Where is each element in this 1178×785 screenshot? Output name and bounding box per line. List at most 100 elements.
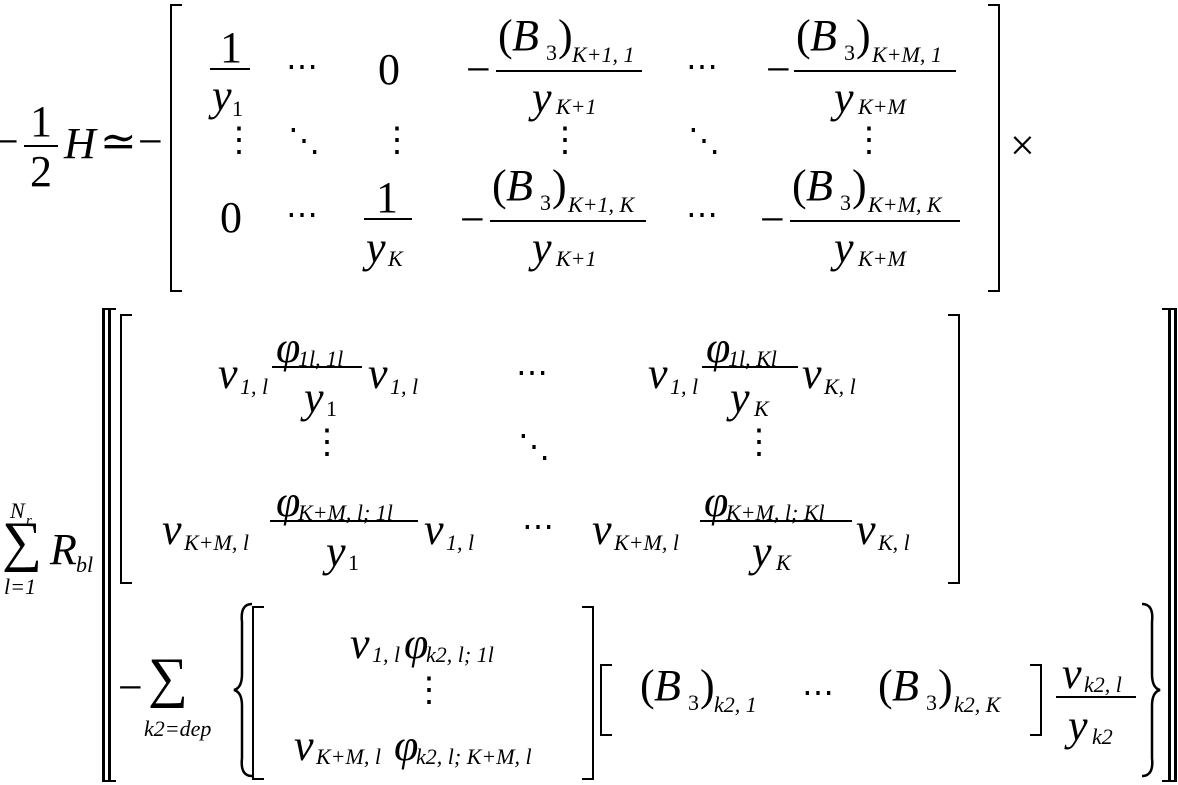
times-sign: × — [1010, 121, 1035, 170]
a3-minus: − — [460, 195, 485, 244]
nu-sub: K+M, l — [316, 744, 381, 769]
b3-paren-close: ) — [552, 161, 567, 210]
den-y-sub: 1 — [348, 550, 359, 575]
a1-minus-2: − — [766, 45, 791, 94]
akk-y-sub: K — [388, 246, 403, 271]
sum-lower-2: k2=dep — [144, 716, 212, 741]
minus-sign: − — [0, 117, 19, 166]
b3-index: K+1, 1 — [572, 42, 635, 67]
a1-frac-bar-2 — [794, 70, 956, 72]
phi: φ — [704, 477, 729, 526]
hessian-symbol: H — [64, 119, 96, 168]
a1-den-y: y — [532, 73, 552, 122]
phi: φ — [404, 619, 429, 668]
b3-paren-close: ) — [938, 661, 953, 710]
a1-minus: − — [466, 45, 491, 94]
left-curly-brace — [233, 602, 253, 778]
den-y: y — [730, 373, 750, 422]
b3-B: B — [654, 661, 681, 710]
a11-fraction-bar — [210, 68, 250, 70]
nu: ν — [802, 349, 822, 398]
a11-numerator: 1 — [220, 23, 242, 72]
minus-sign: − — [138, 117, 163, 166]
a-vdots-2: ⋮ — [380, 122, 414, 159]
a1-den-sub: K+1 — [556, 94, 597, 119]
a-ddots-1: ⋱ — [288, 122, 320, 158]
b3-index: K+M, K — [868, 192, 942, 217]
b3-index: K+M, 1 — [872, 42, 942, 67]
b1k-frac-bar — [702, 366, 798, 368]
akk-y: y — [366, 223, 386, 272]
half-numerator: 1 — [30, 97, 52, 146]
outer-right-bracket-top — [1162, 308, 1176, 310]
a3-den-y-2: y — [834, 223, 854, 272]
nu: ν — [592, 505, 612, 554]
nu: ν — [162, 505, 182, 554]
nu-sub: K+M, l — [184, 530, 249, 555]
phi-sub: K+M, l; 1l — [298, 500, 393, 525]
a3-den-sub-2: K+M — [858, 246, 906, 271]
b3-paren-close: ) — [856, 11, 871, 60]
nu: ν — [424, 505, 444, 554]
nu: ν — [350, 619, 370, 668]
a3-minus-2: − — [760, 195, 785, 244]
r-symbol: R — [50, 525, 77, 574]
a1-frac-bar — [496, 70, 642, 72]
a-vdots-4: ⋮ — [852, 122, 886, 159]
sum-upper-sub: r — [26, 513, 32, 529]
a3-hdots-2: ⋯ — [686, 196, 718, 232]
b3-hdots: ⋯ — [522, 508, 554, 544]
b11-frac-bar — [272, 366, 362, 368]
nu-sub: k2, l — [1084, 672, 1122, 697]
outer-left-bracket-bar-2 — [108, 308, 111, 782]
a-vdots-1: ⋮ — [222, 122, 256, 159]
den-y: y — [326, 527, 346, 576]
nu-sub: K, l — [824, 374, 856, 399]
phi: φ — [276, 323, 301, 372]
b3-paren-open: ( — [796, 11, 811, 60]
matrix-a-left-bracket — [170, 4, 182, 292]
nu-sub: K+M, l — [614, 530, 679, 555]
bkk-frac-bar — [700, 520, 852, 522]
b3-B: B — [806, 161, 833, 210]
b3-paren-open: ( — [492, 161, 507, 210]
sum-lower: l=1 — [4, 574, 36, 599]
b-ddots: ⋱ — [518, 428, 550, 464]
den-y: y — [1068, 701, 1088, 750]
nu-sub: 1, l — [670, 374, 699, 399]
b3-paren-open: ( — [792, 161, 807, 210]
matrix-b-left-bracket — [120, 314, 132, 584]
a3-frac-bar — [490, 220, 646, 222]
phi-sub: 1l, Kl — [728, 346, 777, 371]
c-hdots: ⋯ — [802, 674, 834, 710]
phi: φ — [276, 477, 301, 526]
phi-sub: 1l, 1l — [298, 346, 344, 371]
b3-paren-open: ( — [878, 661, 893, 710]
akk-fraction-bar — [364, 218, 412, 220]
nu: ν — [856, 505, 876, 554]
nu-sub: 1, l — [390, 374, 419, 399]
c-vdots: ⋮ — [412, 672, 446, 709]
c-frac-bar — [1056, 696, 1136, 698]
outer-right-bracket-bottom — [1162, 780, 1176, 782]
outer-right-bracket-bar-2 — [1174, 308, 1177, 782]
b3-paren-close: ) — [558, 11, 573, 60]
den-y: y — [304, 373, 324, 422]
a-ddots-2: ⋱ — [688, 122, 720, 158]
matrix-a-right-bracket — [988, 4, 1000, 292]
b1-hdots: ⋯ — [516, 354, 548, 390]
b-vdots-1: ⋮ — [310, 424, 344, 461]
right-curly-brace — [1141, 602, 1161, 778]
phi-sub: K+M, l; Kl — [726, 500, 825, 525]
column-vector-right-bracket — [582, 606, 594, 780]
b3-sub: 3 — [546, 40, 557, 65]
nu: ν — [294, 721, 314, 770]
a3-den-y: y — [532, 223, 552, 272]
approx-equal-sign: ≃ — [100, 117, 137, 166]
b3-B: B — [892, 661, 919, 710]
phi: φ — [706, 323, 731, 372]
b-vdots-2: ⋮ — [742, 424, 776, 461]
ak1-zero: 0 — [220, 193, 242, 242]
a1-hdots-2: ⋯ — [686, 48, 718, 84]
